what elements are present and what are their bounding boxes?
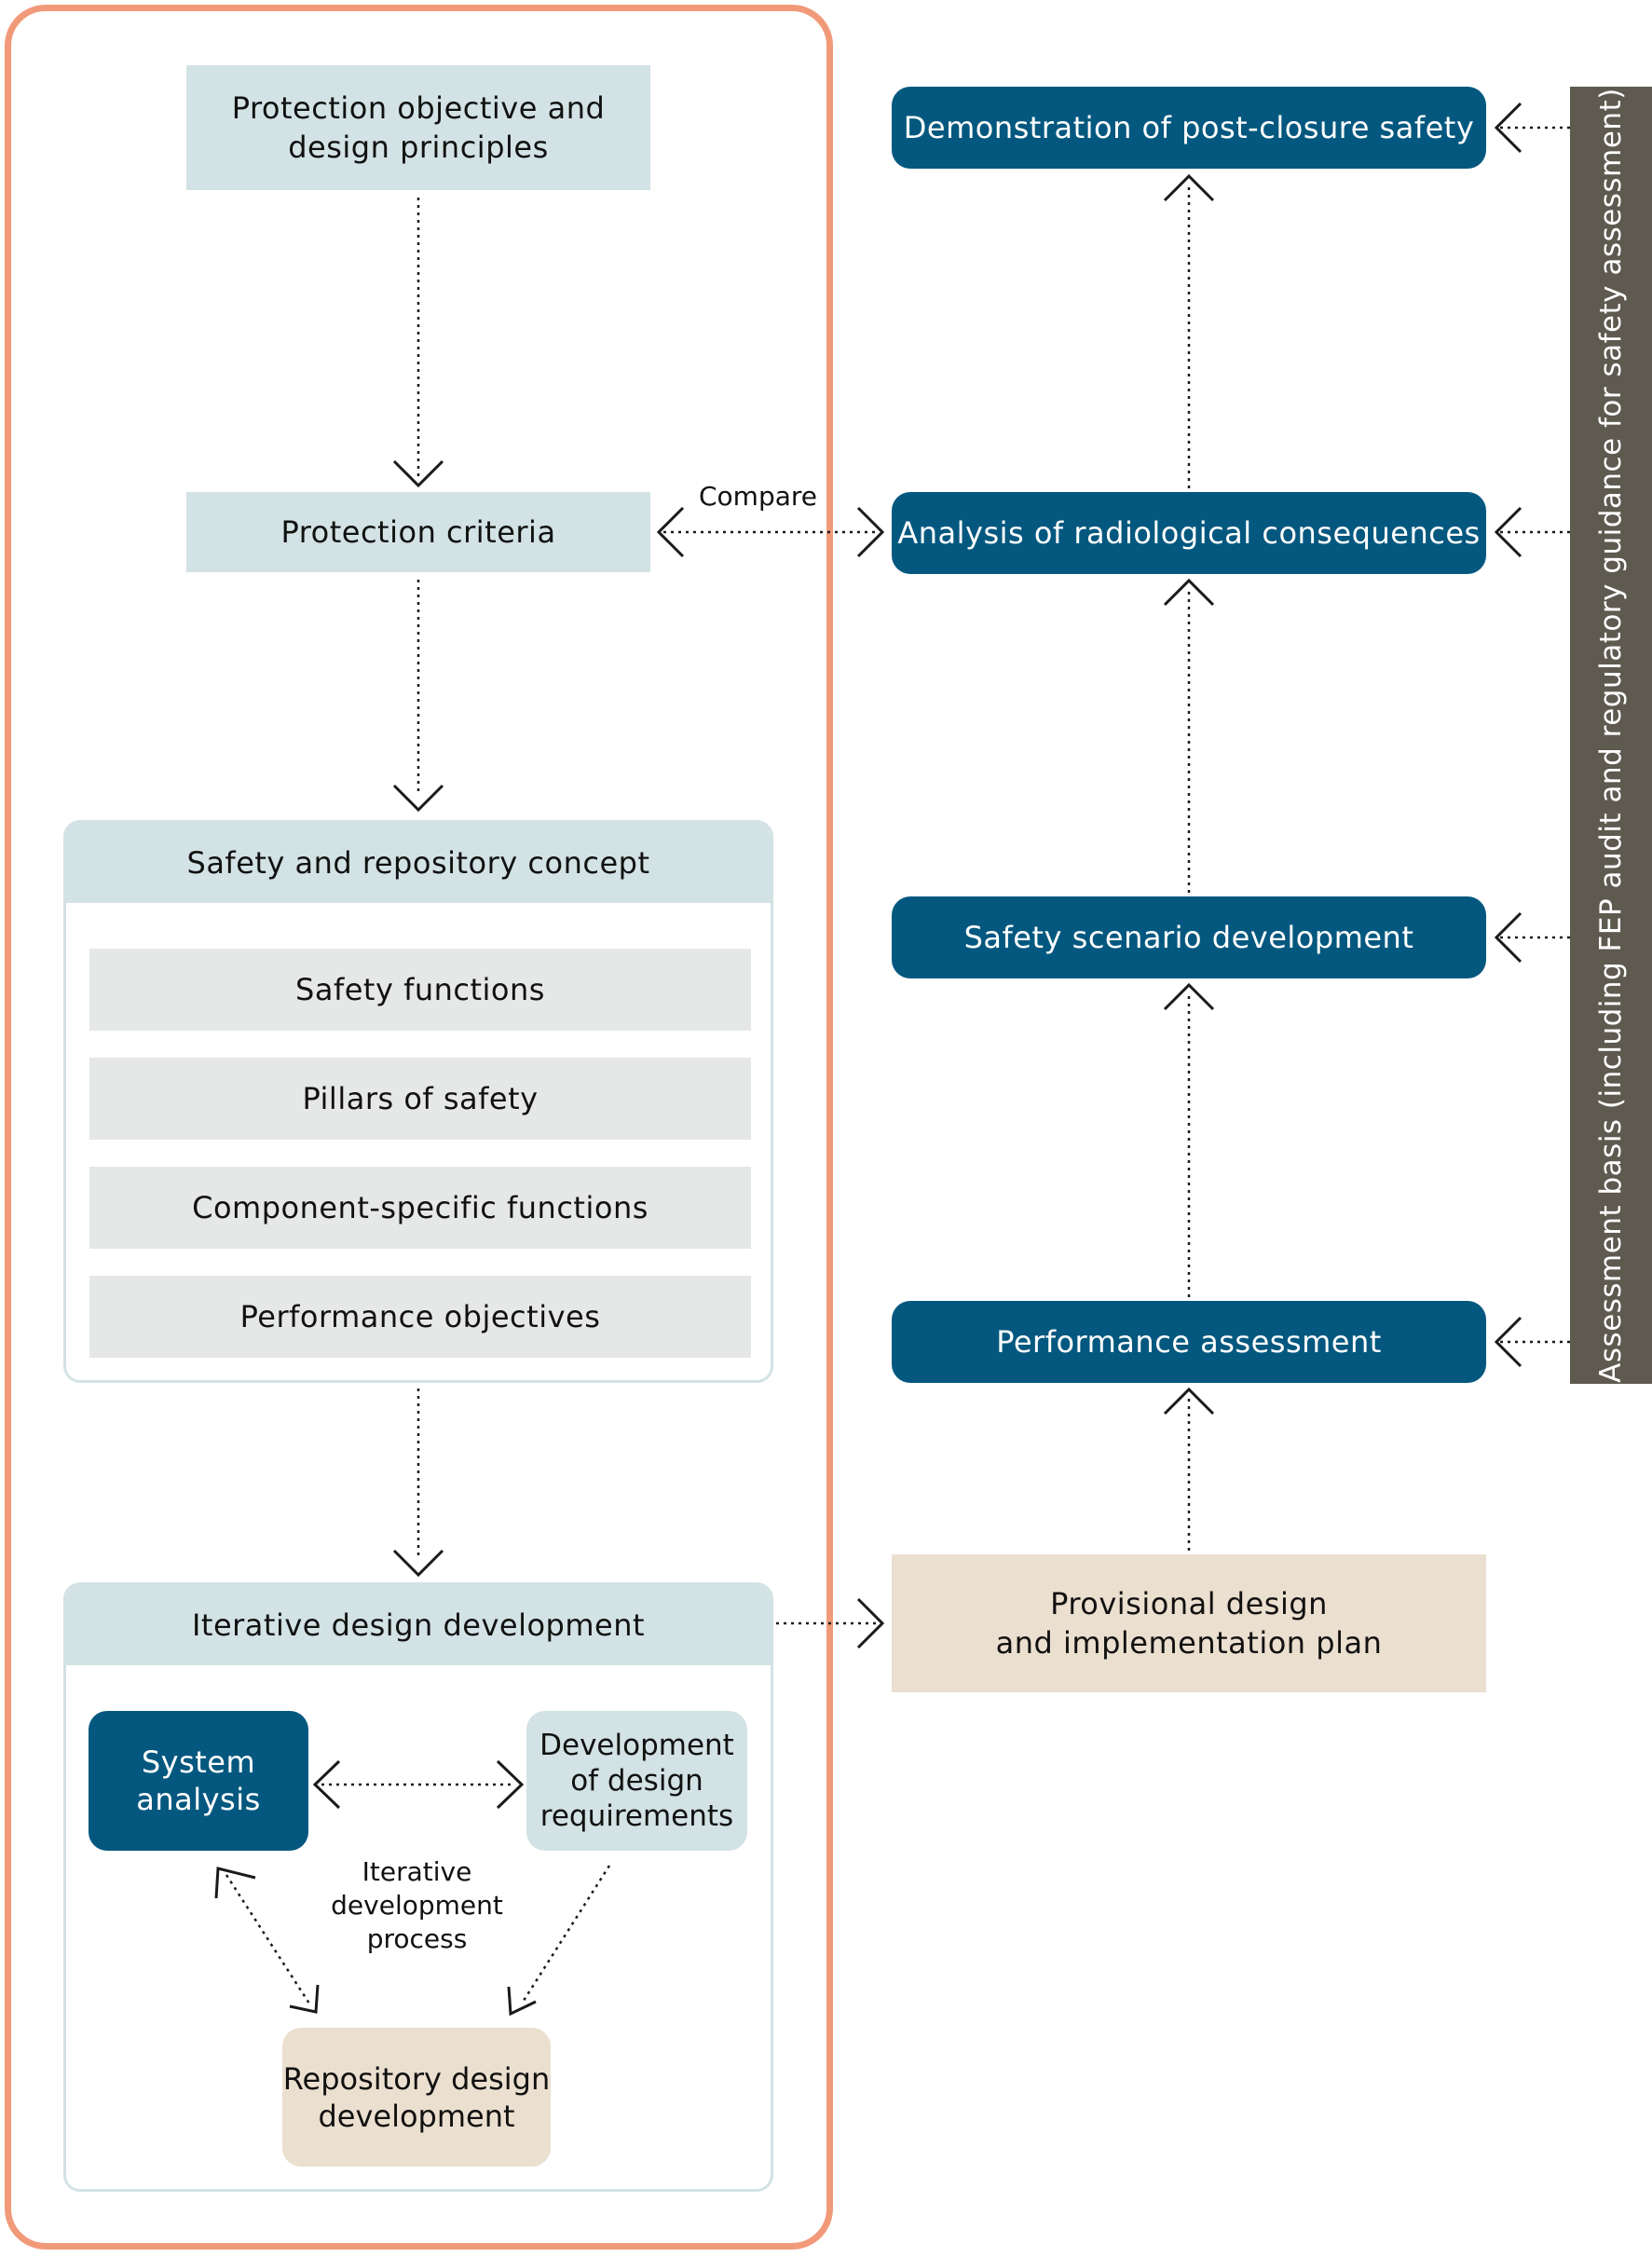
component-functions-item: Component-specific functions <box>89 1167 751 1249</box>
arrowhead-left-system <box>312 1759 341 1810</box>
assessment-basis-sidebar: Assessment basis (including FEP audit an… <box>1570 87 1652 1384</box>
arrowhead-right-compare <box>856 506 885 558</box>
protection-objective-box: Protection objective and design principl… <box>186 65 650 190</box>
arrowhead-right-requirements <box>496 1759 525 1810</box>
arrowhead-down-criteria <box>392 459 444 488</box>
pillars-of-safety-item: Pillars of safety <box>89 1058 751 1140</box>
arrowhead-up-scenario <box>1163 982 1215 1011</box>
iterative-process-label: Iterative development process <box>331 1856 503 1954</box>
scenario-development-box: Safety scenario development <box>892 896 1486 978</box>
arrowhead-down-concept <box>392 784 444 813</box>
arrowhead-up-performance <box>1163 1387 1215 1416</box>
safety-concept-panel: Safety and repository concept Safety fun… <box>63 820 773 1383</box>
sidebar-arrowhead-1 <box>1494 102 1522 154</box>
system-analysis-box: System analysis <box>89 1711 308 1851</box>
system-to-repository-line <box>225 1874 311 2004</box>
protection-criteria-box: Protection criteria <box>186 492 650 572</box>
compare-label: Compare <box>699 481 818 512</box>
arrowhead-up-demonstration <box>1163 173 1215 202</box>
requirements-to-repository-line <box>520 1865 611 2004</box>
provisional-design-box: Provisional design and implementation pl… <box>892 1554 1486 1692</box>
performance-objectives-item: Performance objectives <box>89 1276 751 1358</box>
arrowhead-repository-left <box>289 1984 320 2014</box>
sidebar-arrowhead-4 <box>1494 1316 1522 1368</box>
arrowhead-left-compare <box>656 506 685 558</box>
safety-concept-title: Safety and repository concept <box>66 823 771 903</box>
radiological-analysis-box: Analysis of radiological consequences <box>892 492 1486 574</box>
arrowhead-right-provisional <box>856 1597 885 1649</box>
arrowhead-down-iterative <box>392 1549 444 1578</box>
arrowhead-repository-right <box>507 1986 537 2017</box>
arrowhead-system-up <box>214 1867 256 1899</box>
iterative-design-title: Iterative design development <box>66 1585 771 1665</box>
performance-assessment-box: Performance assessment <box>892 1301 1486 1383</box>
design-requirements-box: Development of design requirements <box>526 1711 747 1851</box>
sidebar-arrowhead-2 <box>1494 506 1522 558</box>
left-column-frame <box>5 5 833 2250</box>
sidebar-arrowhead-3 <box>1494 911 1522 964</box>
arrowhead-up-radiological <box>1163 578 1215 607</box>
repository-design-box: Repository design development <box>282 2028 551 2167</box>
demonstration-box: Demonstration of post-closure safety <box>892 87 1486 169</box>
safety-functions-item: Safety functions <box>89 949 751 1031</box>
